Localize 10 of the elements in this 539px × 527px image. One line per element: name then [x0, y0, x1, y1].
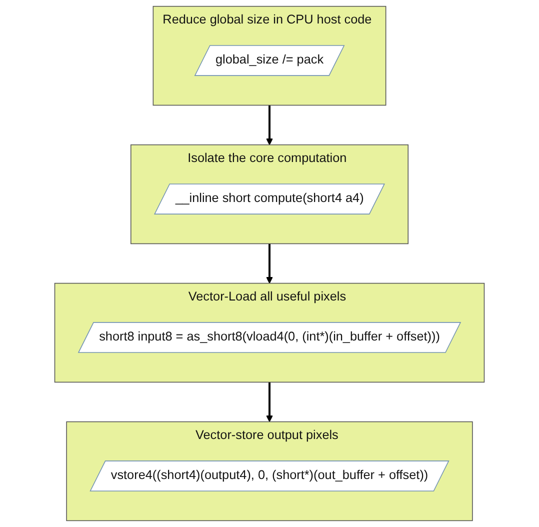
group-title: Reduce global size in CPU host code	[162, 12, 372, 29]
group-title: Isolate the core computation	[188, 150, 347, 168]
arrow	[266, 244, 273, 284]
parallelogram-box: vstore4((short4)(output4), 0, (short*)(out_buffer + offset))	[90, 460, 450, 492]
parallelogram-box: __inline short compute(short4 a4)	[154, 184, 386, 214]
arrow	[266, 382, 273, 422]
parallelogram-box: short8 input8 = as_short8(vload4(0, (int*)(in_buffer + offset)))	[78, 322, 462, 353]
group-title: Vector-store output pixels	[196, 428, 338, 444]
group-title: Vector-Load all useful pixels	[188, 289, 346, 306]
arrow	[266, 105, 273, 146]
